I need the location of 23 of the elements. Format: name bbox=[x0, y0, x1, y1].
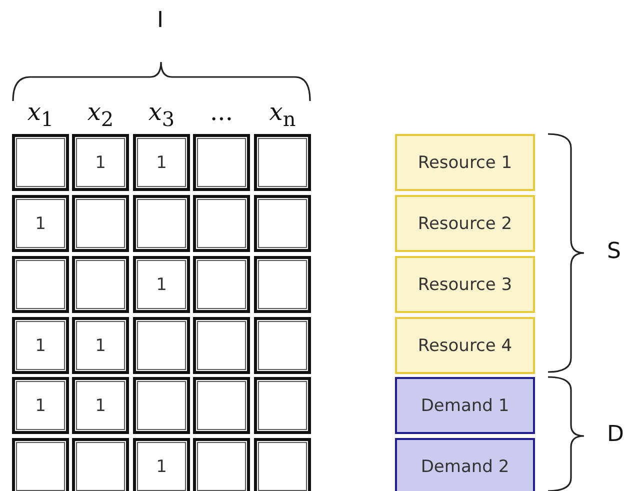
table-cell: 1 bbox=[12, 317, 69, 374]
table-cell: 1 bbox=[72, 317, 129, 374]
table-cell: 1 bbox=[133, 438, 190, 491]
column-header: ... bbox=[210, 98, 233, 126]
brace-label: S bbox=[607, 239, 621, 264]
process-box: Demand 2 bbox=[395, 438, 535, 491]
column-header: x$_{n}$ bbox=[269, 98, 296, 131]
process-box: Resource 4 bbox=[395, 317, 535, 374]
column-header: x$_{1}$ bbox=[27, 98, 54, 131]
process-box: Resource 2 bbox=[395, 195, 535, 252]
table-cell: 1 bbox=[12, 195, 69, 252]
brace-label: I bbox=[157, 8, 164, 33]
table-cell: 1 bbox=[72, 377, 129, 434]
table-cell: 1 bbox=[12, 377, 69, 434]
table-cell: 1 bbox=[72, 134, 129, 191]
column-header: x$_{3}$ bbox=[148, 98, 175, 131]
table-cell: 1 bbox=[133, 134, 190, 191]
process-box: Demand 1 bbox=[395, 377, 535, 434]
process-box: Resource 1 bbox=[395, 134, 535, 191]
table-cell: 1 bbox=[133, 256, 190, 313]
process-box: Resource 3 bbox=[395, 256, 535, 313]
column-header: x$_{2}$ bbox=[87, 98, 114, 131]
brace-label: D bbox=[607, 422, 624, 447]
